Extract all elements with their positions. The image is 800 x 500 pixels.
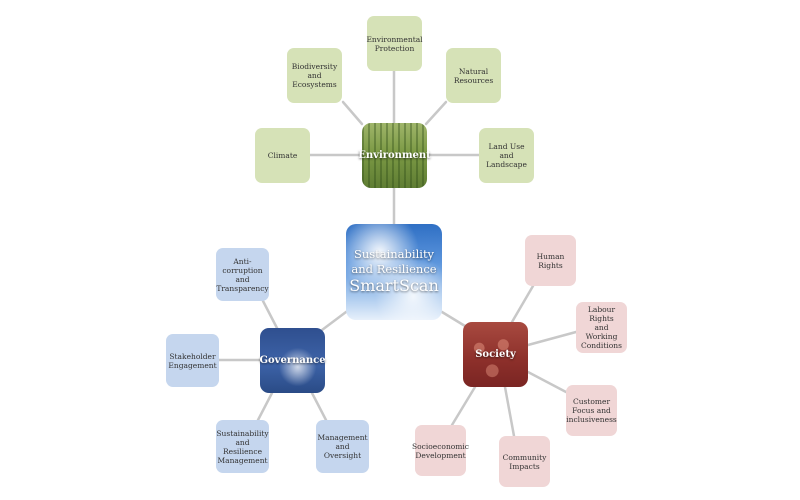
node-natural-resources: Natural Resources	[446, 48, 501, 103]
connector-env-resources	[424, 100, 448, 126]
node-labour-rights-working-conditions: Labour Rights and Working Conditions	[576, 302, 627, 353]
node-climate: Climate	[255, 128, 310, 183]
connector-soc-socioeconomic	[450, 385, 477, 427]
hub-society: Society	[463, 322, 528, 387]
center-title-line1: Sustainability	[353, 247, 435, 262]
center-brand: SmartScan	[349, 275, 439, 295]
connector-gov-srm	[256, 391, 274, 422]
connector-soc-labour	[526, 330, 578, 347]
connector-soc-community	[503, 385, 516, 438]
node-stakeholder-engagement: Stakeholder Engagement	[166, 334, 219, 387]
center-title-line2: and Resilience	[351, 261, 437, 276]
node-biodiversity-ecosystems: Biodiversity and Ecosystems	[287, 48, 342, 103]
node-customer-focus-inclusiveness: Customer Focus and inclusiveness	[566, 385, 617, 436]
node-socioeconomic-development: Socioeconomic Development	[412, 425, 469, 476]
hub-environment-label: Environment	[358, 150, 431, 161]
node-environmental-protection: Environmental Protection	[366, 16, 423, 71]
connector-gov-oversight	[310, 391, 328, 422]
connector-soc-customer	[526, 370, 568, 394]
node-management-oversight: Management and Oversight	[316, 420, 369, 473]
connector-env-biodiversity	[341, 100, 364, 126]
node-community-impacts: Community Impacts	[499, 436, 550, 487]
node-land-use-landscape: Land Use and Landscape	[479, 128, 534, 183]
connector-center-society	[440, 310, 467, 328]
connector-center-governance	[320, 310, 348, 332]
center-node-smartscan: Sustainability and Resilience SmartScan	[346, 224, 442, 320]
connector-soc-humanrights	[510, 284, 535, 324]
hub-governance: Governance	[259, 328, 326, 393]
hub-governance-label: Governance	[259, 355, 326, 366]
hub-environment: Environment	[358, 123, 431, 188]
node-human-rights: Human Rights	[525, 235, 576, 286]
hub-society-label: Society	[475, 349, 516, 360]
node-sustainability-resilience-management: Sustainability and Resilience Management	[216, 420, 269, 473]
connector-gov-anticorruption	[261, 299, 280, 332]
node-anti-corruption-transparency: Anti-corruption and Transparency	[216, 248, 269, 301]
